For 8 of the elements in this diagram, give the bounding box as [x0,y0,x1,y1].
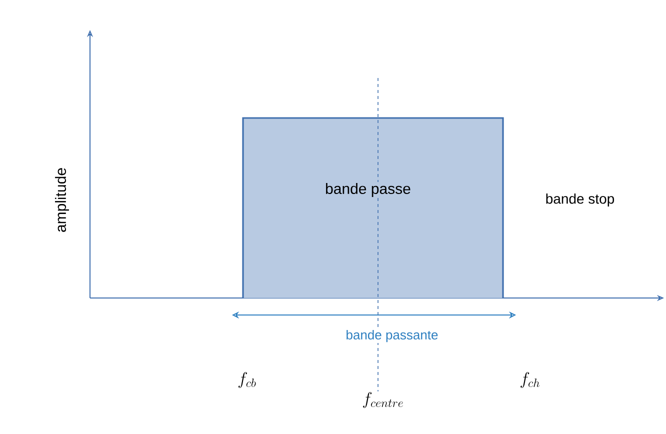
frequency-label: $f_{ch}$ [520,372,540,388]
band-label: bande stop [546,193,614,207]
passband-rectangle [242,117,504,298]
band-label: bande passe [324,182,412,198]
dimension-label: bande passante [344,328,440,344]
axis-label: amplitude [55,168,69,232]
frequency-label: $f_{cb}$ [238,372,256,388]
frequency-label: $f_{centre}$ [361,391,405,409]
